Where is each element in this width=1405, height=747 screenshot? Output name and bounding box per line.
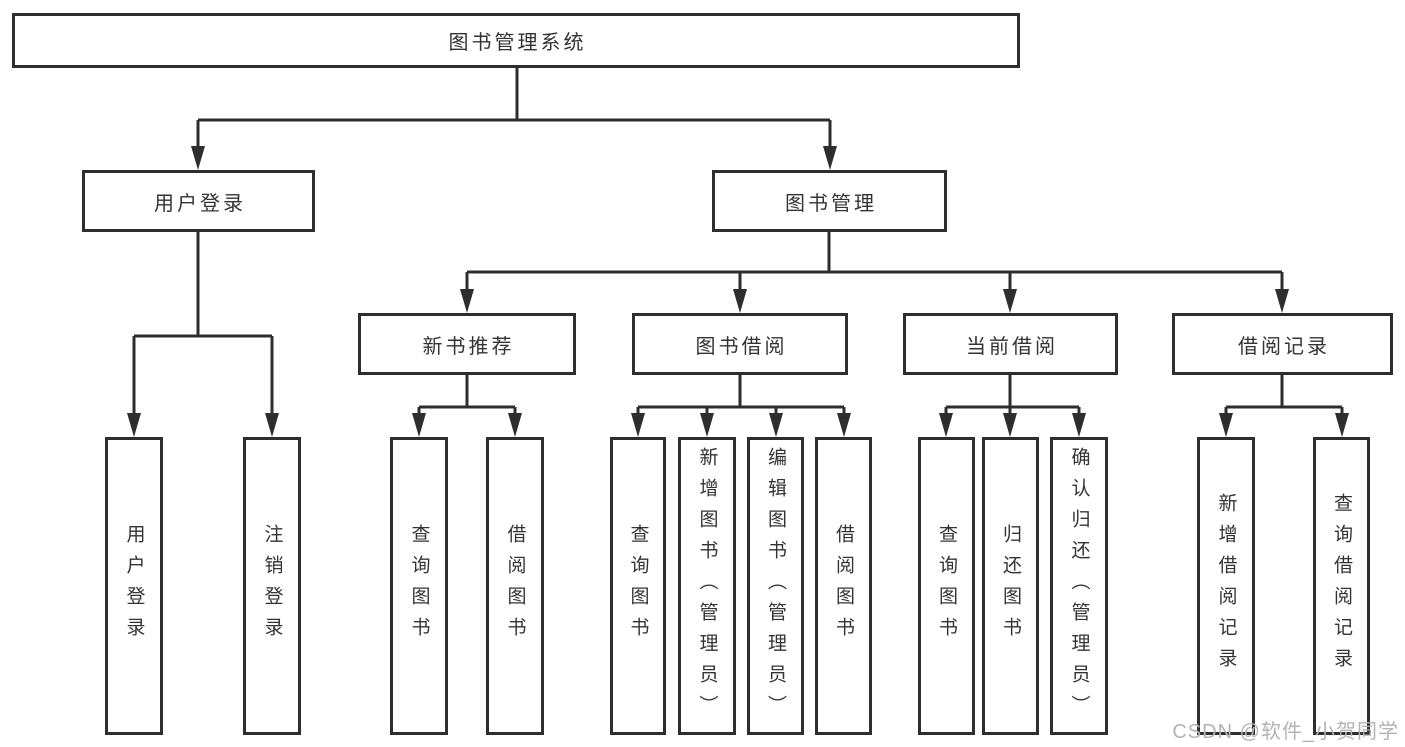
leaf-confirm-return-admin: 确认归还（管理员） [1050, 437, 1108, 735]
leaf-edit-books-admin: 编辑图书（管理员） [747, 437, 804, 735]
leaf-user-login: 用户登录 [105, 437, 163, 735]
arrowheads [127, 146, 1349, 437]
leaf-query-books-borrowing: 查询图书 [610, 437, 666, 735]
leaf-borrow-books-borrowing: 借阅图书 [815, 437, 872, 735]
node-book-borrowing: 图书借阅 [632, 313, 848, 375]
leaf-borrow-books-recommend: 借阅图书 [486, 437, 544, 735]
leaf-query-borrow-record: 查询借阅记录 [1313, 437, 1370, 735]
node-new-book-recommend: 新书推荐 [358, 313, 576, 375]
node-current-borrowing: 当前借阅 [903, 313, 1118, 375]
leaf-add-borrow-record: 新增借阅记录 [1197, 437, 1255, 735]
leaf-query-books-recommend: 查询图书 [390, 437, 448, 735]
node-root-library-system: 图书管理系统 [12, 13, 1020, 68]
leaf-return-books: 归还图书 [982, 437, 1039, 735]
node-user-login: 用户登录 [82, 170, 315, 232]
node-book-management: 图书管理 [712, 170, 947, 232]
leaf-query-books-current: 查询图书 [918, 437, 975, 735]
node-borrowing-records: 借阅记录 [1172, 313, 1393, 375]
leaf-add-books-admin: 新增图书（管理员） [678, 437, 736, 735]
csdn-watermark: CSDN @软件_小贺同学 [1172, 721, 1399, 743]
leaf-logout: 注销登录 [243, 437, 301, 735]
